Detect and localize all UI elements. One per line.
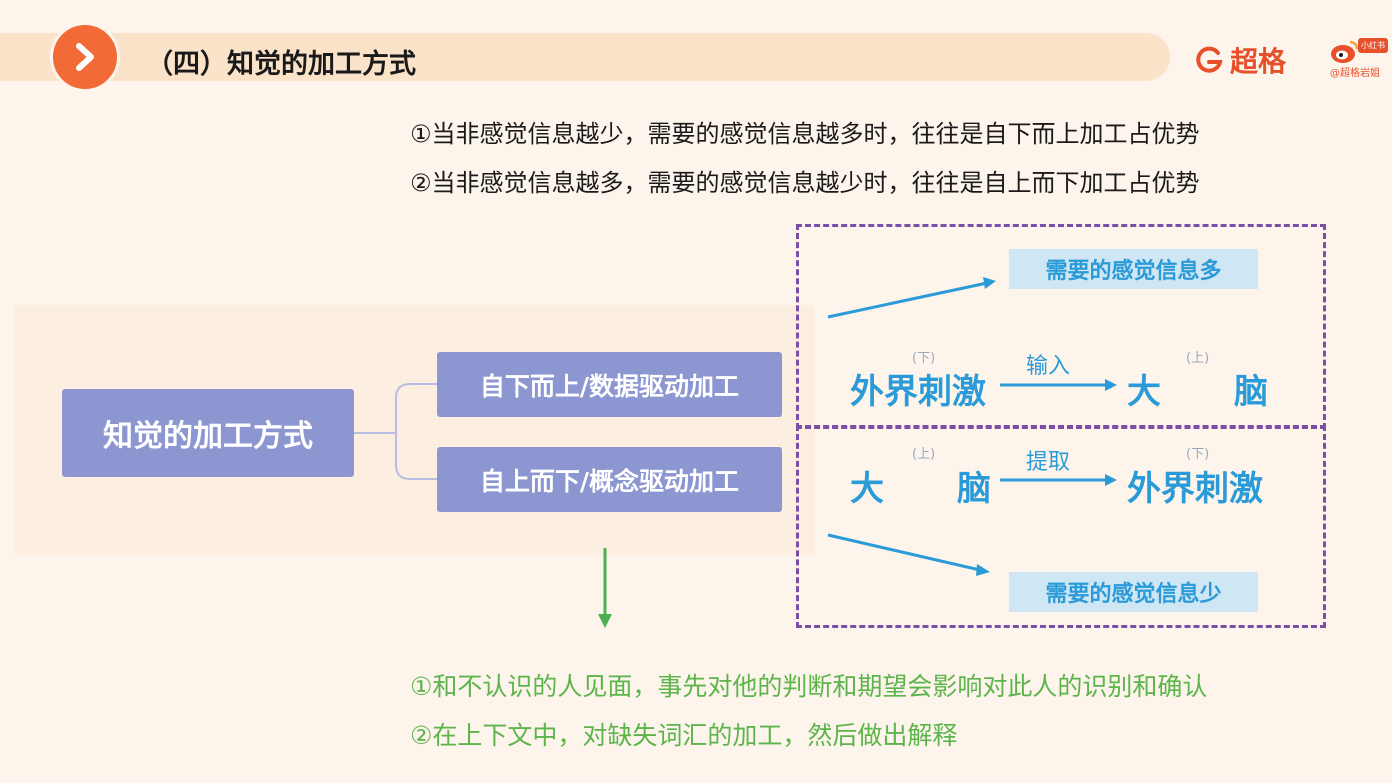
chevron-right-icon	[76, 43, 94, 71]
extract-label: 提取	[1026, 450, 1071, 475]
top-down-target: 外界刺激	[1127, 469, 1263, 509]
rule-line-1: ①当非感觉信息越少，需要的感觉信息越多时，往往是自下而上加工占优势	[410, 120, 1200, 148]
arrow-up-diagonal-head	[983, 277, 996, 289]
input-label: 输入	[1026, 354, 1071, 379]
branch-node-top-down: 自上而下/概念驱动加工	[437, 447, 782, 512]
example-line-2: ②在上下文中，对缺失词汇的加工，然后做出解释	[410, 721, 958, 750]
brand-logo: 超格	[1194, 42, 1286, 78]
brand-g-icon	[1196, 46, 1223, 73]
section-marker	[50, 22, 120, 92]
badge-handle: @超格岩姐	[1330, 68, 1380, 79]
arrow-extract-head	[1105, 474, 1117, 486]
arrow-down-diagonal-head	[976, 564, 990, 576]
brand-name: 超格	[1230, 45, 1287, 78]
header-band	[0, 33, 1170, 81]
social-badge: 小红书 @超格岩姐	[1326, 34, 1388, 80]
page-title: （四）知觉的加工方式	[146, 49, 416, 80]
top-target-note: (下)	[1186, 447, 1210, 462]
target-note: (上)	[1186, 351, 1210, 366]
arrow-input-head	[1105, 379, 1117, 391]
need-less-label: 需要的感觉信息少	[1009, 572, 1258, 612]
brain-char-2: 脑	[1234, 372, 1268, 412]
branch-node-bottom-up: 自下而上/数据驱动加工	[437, 352, 782, 417]
top-brain-char-1: 大	[850, 469, 884, 509]
arrow-down-diagonal	[827, 533, 981, 572]
top-brain-char-2: 脑	[957, 469, 991, 509]
example-line-1: ①和不认识的人见面，事先对他的判断和期望会影响对此人的识别和确认	[410, 672, 1208, 701]
top-down-box	[796, 425, 1326, 628]
need-more-label: 需要的感觉信息多	[1009, 249, 1258, 289]
bottom-up-source: 外界刺激	[850, 372, 986, 412]
source-note: (下)	[912, 351, 936, 366]
weibo-icon	[1331, 40, 1359, 63]
brain-char-1: 大	[1127, 372, 1161, 412]
arrow-up-diagonal	[827, 281, 988, 319]
top-source-note: (上)	[912, 447, 936, 462]
root-node: 知觉的加工方式	[62, 389, 354, 477]
branch-connector	[395, 383, 437, 480]
arrow-to-examples-head	[598, 614, 612, 628]
badge-tag: 小红书	[1358, 38, 1388, 53]
rule-line-2: ②当非感觉信息越多，需要的感觉信息越少时，往往是自上而下加工占优势	[410, 169, 1200, 197]
